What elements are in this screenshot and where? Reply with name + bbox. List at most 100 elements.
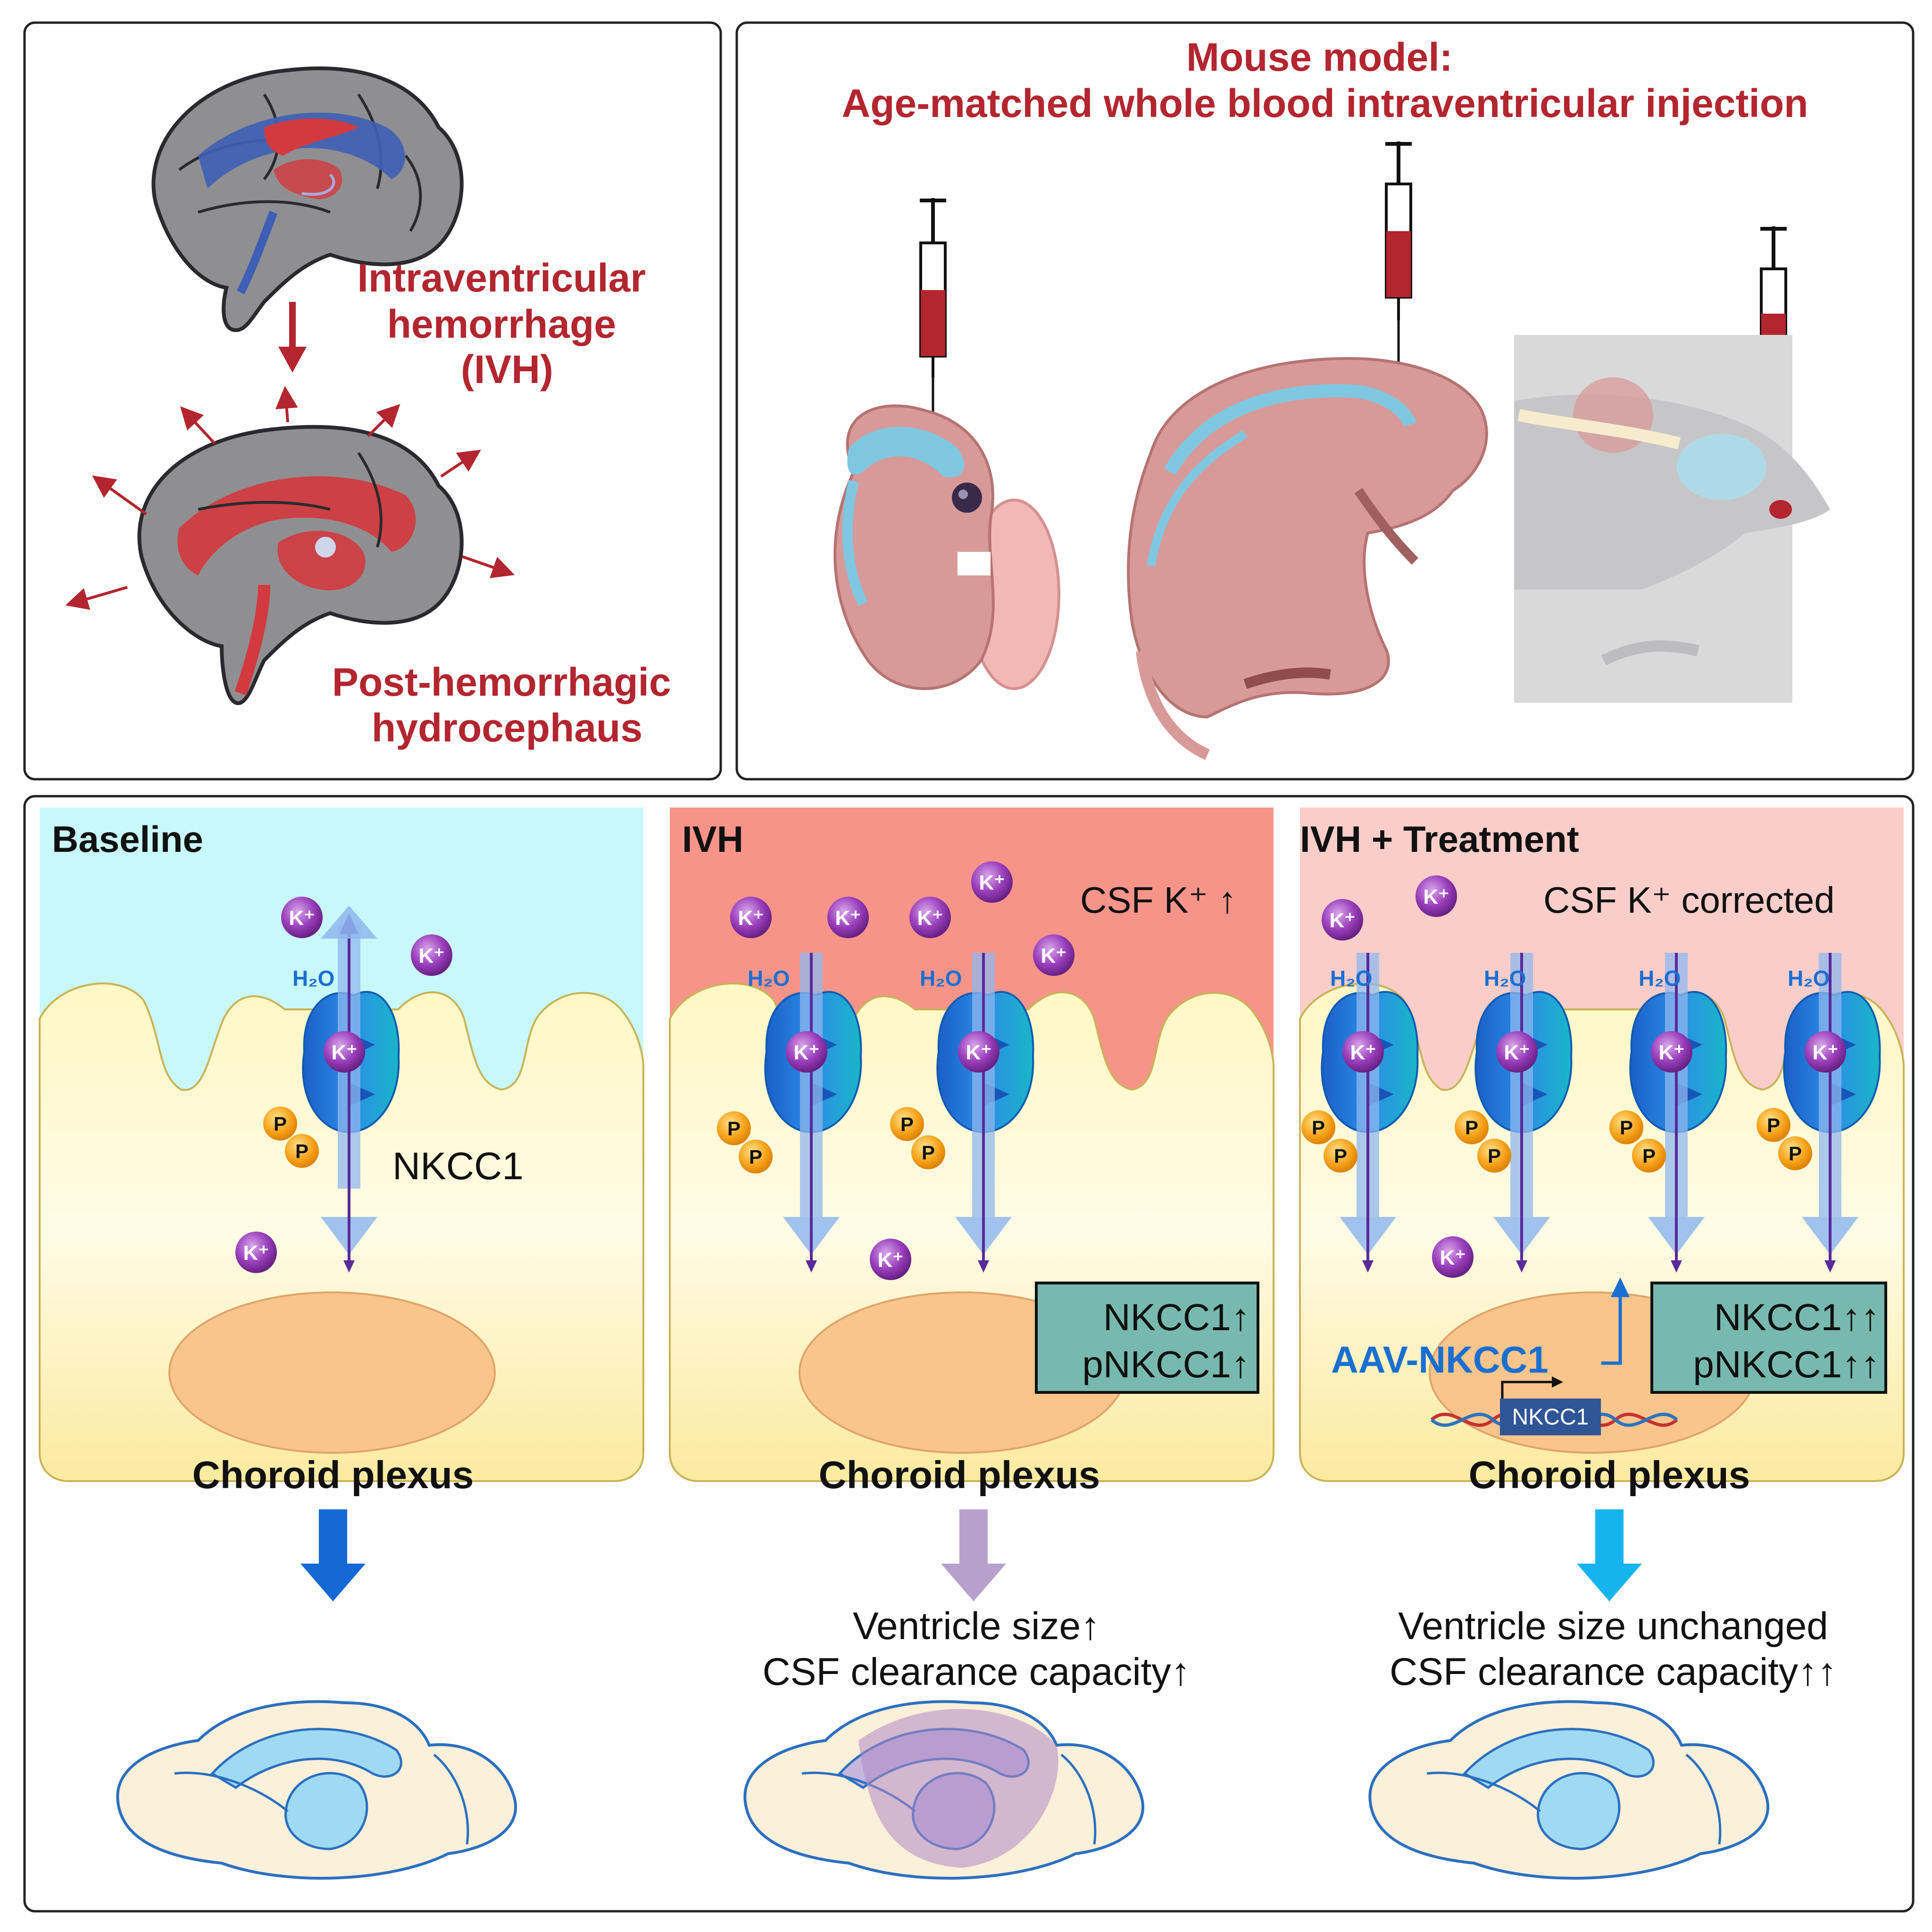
aav-label: AAV-NKCC1 [1331, 1339, 1549, 1381]
phosphate-group: P [1301, 1110, 1335, 1144]
water-label: H₂O [920, 966, 962, 991]
phosphate-group: P [1455, 1110, 1489, 1144]
potassium-ion-circle [971, 861, 1013, 903]
phosphate-circle [1778, 1136, 1812, 1170]
potassium-ion-circle [281, 897, 323, 938]
mouse-model-title: Mouse model: Age-matched whole blood int… [842, 35, 1808, 125]
expansion-arrows [65, 386, 515, 610]
corpus-line [1426, 1771, 1541, 1812]
ion-flux-head [1516, 1260, 1527, 1273]
potassium-ion: K⁺ [411, 934, 452, 976]
phosphate-circle [1477, 1139, 1511, 1173]
footer-treatment: Choroid plexus [1469, 1454, 1750, 1497]
phosphate-label: P [749, 1146, 762, 1168]
phosphate-group: P [739, 1140, 773, 1174]
phosphate-circle [263, 1107, 297, 1141]
potassium-ion-circle [1805, 1031, 1846, 1073]
potassium-ion: K⁺ [1805, 1031, 1846, 1073]
phosphate-group: P [1632, 1139, 1666, 1173]
phosphate-group: P [911, 1135, 945, 1169]
hydrocephalus-brain-icon [137, 425, 464, 705]
potassium-ion-circle [1416, 875, 1457, 917]
potassium-ion: K⁺ [730, 897, 772, 938]
ivh-outcome-2: CSF clearance capacity↑ [763, 1650, 1191, 1693]
csf-note-ivh: CSF K⁺ ↑ [1080, 879, 1237, 921]
adult-mouse-icon [1514, 335, 1830, 703]
cerebellum-line [1685, 1754, 1722, 1845]
treatment-box-nkcc1: NKCC1↑↑ [1714, 1296, 1880, 1338]
pup-icon [1127, 357, 1488, 760]
potassium-ion: K⁺ [324, 1031, 365, 1073]
potassium-ion: K⁺ [958, 1031, 999, 1073]
potassium-ion: K⁺ [1416, 875, 1457, 917]
ion-flux-head [1671, 1260, 1682, 1273]
phosphate-group: P [285, 1134, 319, 1168]
potassium-ion: K⁺ [1432, 1236, 1474, 1278]
third-ventricle [284, 1772, 368, 1850]
ivh-box-nkcc1: NKCC1↑ [1103, 1296, 1250, 1338]
potassium-ion: K⁺ [971, 861, 1013, 903]
potassium-ion-circle [1342, 1031, 1384, 1073]
ion-flux-head [806, 1260, 817, 1273]
potassium-ion-label: K⁺ [1504, 1041, 1530, 1064]
phosphate-group: P [1757, 1108, 1790, 1142]
potassium-ion-circle [1496, 1031, 1538, 1073]
phosphate-label: P [1642, 1145, 1656, 1167]
cerebellum-line [433, 1754, 469, 1845]
water-label: H₂O [748, 966, 790, 991]
down-arrow-head [278, 347, 307, 373]
mouse-brain-layer [116, 1700, 1770, 1880]
phosphate-label: P [727, 1117, 741, 1140]
ion-flux-head [1362, 1260, 1374, 1273]
nucleus [168, 1291, 496, 1454]
phosphate-group: P [263, 1107, 297, 1141]
potassium-ion: K⁺ [1342, 1031, 1384, 1073]
title-treatment: IVH + Treatment [1300, 818, 1579, 860]
phosphate-circle [1757, 1108, 1790, 1142]
potassium-ion: K⁺ [1651, 1031, 1692, 1073]
potassium-ion-label: K⁺ [243, 1241, 269, 1265]
potassium-ion-label: K⁺ [835, 907, 861, 930]
phosphate-label: P [1488, 1145, 1501, 1167]
phosphate-label: P [900, 1113, 914, 1135]
enlarged-ventricle [858, 1709, 1058, 1868]
phosphate-circle [1632, 1139, 1666, 1173]
embryo-icon [833, 404, 1060, 690]
mouse-brain-icon [116, 1700, 517, 1880]
title-baseline: Baseline [52, 818, 203, 860]
outcome-arrow-treatment [1577, 1509, 1642, 1601]
potassium-ion-circle [827, 897, 869, 938]
phosphate-label: P [1789, 1142, 1802, 1165]
water-label: H₂O [1484, 966, 1526, 991]
potassium-ion-label: K⁺ [1424, 885, 1449, 908]
title-ivh: IVH [682, 818, 743, 860]
potassium-ion-circle [730, 897, 772, 938]
potassium-ion-label: K⁺ [738, 907, 764, 930]
potassium-ion-label: K⁺ [1041, 944, 1067, 967]
potassium-ion-label: K⁺ [1330, 909, 1356, 932]
outcome-arrow-baseline [300, 1509, 366, 1601]
promoter-arrow [1501, 1381, 1552, 1399]
water-flux-head-up [321, 906, 377, 939]
gene-label: NKCC1 [1512, 1405, 1589, 1430]
potassium-ion: K⁺ [1033, 934, 1074, 976]
phosphate-circle [717, 1111, 751, 1145]
phosphate-label: P [1465, 1116, 1478, 1139]
potassium-ion-circle [1432, 1236, 1474, 1278]
potassium-ion: K⁺ [281, 897, 323, 938]
phosphate-circle [1455, 1110, 1489, 1144]
phosphate-circle [1324, 1139, 1357, 1173]
cerebellum-line [1060, 1754, 1097, 1845]
water-label: H₂O [292, 966, 334, 991]
potassium-ion-label: K⁺ [1350, 1041, 1376, 1064]
potassium-ion-label: K⁺ [979, 871, 1005, 894]
potassium-ion-label: K⁺ [966, 1041, 992, 1064]
potassium-ion-circle [909, 897, 951, 938]
treatment-box-pnkcc1: pNKCC1↑↑ [1693, 1343, 1880, 1385]
phosphate-group: P [1477, 1139, 1511, 1173]
potassium-ion-circle [958, 1031, 999, 1073]
phosphate-circle [1609, 1110, 1643, 1144]
potassium-ion: K⁺ [827, 897, 869, 938]
